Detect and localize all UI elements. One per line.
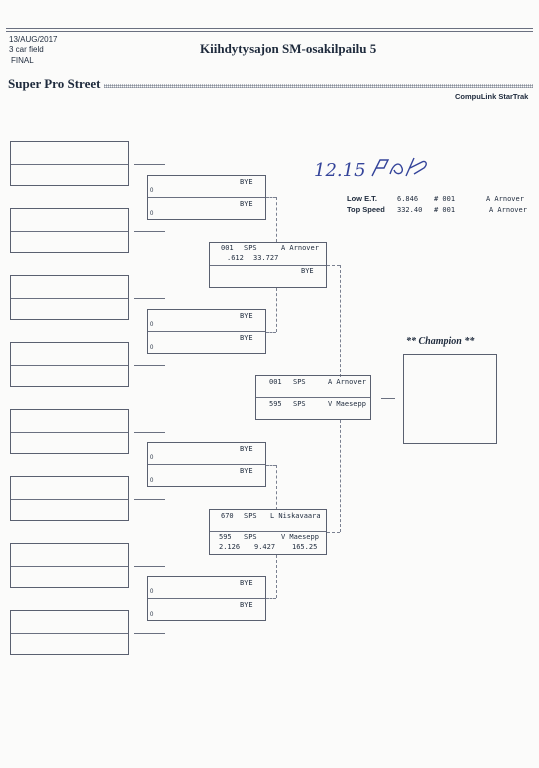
connector — [327, 265, 340, 266]
connector — [276, 288, 277, 332]
round1-match-2: BYE 0 BYE 0 — [147, 309, 266, 354]
connector — [276, 465, 277, 510]
connector — [134, 432, 165, 433]
zero-mark: 0 — [150, 211, 154, 217]
connector — [340, 265, 341, 377]
connector — [381, 398, 395, 399]
car-class: SPS — [293, 400, 306, 408]
driver-name: A Arnover — [281, 244, 319, 252]
header-dotted-line — [104, 84, 533, 88]
event-date: 13/AUG/2017 — [9, 35, 58, 44]
driver-name: V Maesepp — [328, 400, 366, 408]
bye-label: BYE — [240, 178, 253, 186]
round1-match-3: BYE 0 BYE 0 — [147, 442, 266, 487]
zero-mark: 0 — [150, 455, 154, 461]
seed-box-6 — [10, 476, 129, 521]
seed-box-4 — [10, 342, 129, 387]
signature-text: 12.15 — [314, 160, 366, 181]
reaction-time: 2.126 — [219, 543, 241, 551]
seed-box-2 — [10, 208, 129, 253]
car-number: 595 — [269, 400, 282, 408]
zero-mark: 0 — [150, 612, 154, 618]
speed: 165.25 — [292, 543, 318, 551]
car-number: 001 — [269, 378, 282, 386]
round2-match-2: 670 SPS L Niskavaara 595 SPS V Maesepp 2… — [209, 509, 327, 555]
connector — [266, 598, 276, 599]
car-class: SPS — [293, 378, 306, 386]
connector — [134, 164, 165, 165]
connector — [134, 365, 165, 366]
seed-box-8 — [10, 610, 129, 655]
connector — [134, 298, 165, 299]
header-rule-top — [6, 28, 533, 29]
connector — [340, 420, 341, 532]
car-number: 001 — [221, 244, 234, 252]
bye-label: BYE — [240, 579, 253, 587]
connector — [266, 197, 276, 198]
car-class: SPS — [244, 512, 257, 520]
bye-label: BYE — [240, 312, 253, 320]
zero-mark: 0 — [150, 188, 154, 194]
seed-box-7 — [10, 543, 129, 588]
connector — [134, 499, 165, 500]
bye-label: BYE — [240, 467, 253, 475]
brand-name: CompuLink StarTrak — [455, 92, 529, 101]
top-speed-number: # 001 — [434, 206, 456, 214]
round2-match-1: 001 SPS A Arnover .612 33.727 BYE — [209, 242, 327, 288]
bye-label: BYE — [240, 200, 253, 208]
car-number: 670 — [221, 512, 234, 520]
connector — [134, 566, 165, 567]
header-rule-bottom — [6, 31, 533, 32]
car-class: SPS — [244, 244, 257, 252]
round1-match-4: BYE 0 BYE 0 — [147, 576, 266, 621]
low-et-label: Low E.T. — [347, 194, 377, 203]
connector — [134, 633, 165, 634]
top-speed-value: 332.40 — [397, 206, 423, 214]
driver-name: A Arnover — [328, 378, 366, 386]
zero-mark: 0 — [150, 589, 154, 595]
round1-match-1: BYE 0 BYE 0 — [147, 175, 266, 220]
low-et-value: 6.846 — [397, 195, 419, 203]
seed-box-5 — [10, 409, 129, 454]
zero-mark: 0 — [150, 345, 154, 351]
final-match: 001 SPS A Arnover 595 SPS V Maesepp — [255, 375, 371, 420]
connector — [276, 197, 277, 242]
connector — [276, 555, 277, 598]
seed-box-1 — [10, 141, 129, 186]
seed-box-3 — [10, 275, 129, 320]
elapsed-time: 9.427 — [254, 543, 276, 551]
connector — [134, 231, 165, 232]
field-size: 3 car field — [9, 45, 44, 54]
champion-box — [403, 354, 497, 444]
reaction-time: .612 — [227, 254, 244, 262]
class-name: Super Pro Street — [8, 76, 101, 91]
event-title: Kiihdytysajon SM-osakilpailu 5 — [200, 41, 377, 56]
low-et-driver: A Arnover — [486, 195, 524, 203]
elapsed-time: 33.727 — [253, 254, 279, 262]
connector — [266, 332, 276, 333]
car-class: SPS — [244, 533, 257, 541]
driver-name: L Niskavaara — [270, 512, 321, 520]
bye-label: BYE — [240, 601, 253, 609]
bye-label: BYE — [301, 267, 314, 275]
driver-name: V Maesepp — [281, 533, 319, 541]
connector — [327, 532, 340, 533]
zero-mark: 0 — [150, 322, 154, 328]
signature: 12.15 — [314, 157, 427, 181]
top-speed-driver: A Arnover — [489, 206, 527, 214]
zero-mark: 0 — [150, 478, 154, 484]
connector — [266, 465, 276, 466]
car-number: 595 — [219, 533, 232, 541]
signature-scrawl — [371, 157, 427, 177]
top-speed-label: Top Speed — [347, 205, 385, 214]
bye-label: BYE — [240, 334, 253, 342]
champion-label: ** Champion ** — [406, 336, 475, 347]
round-label: FINAL — [11, 56, 34, 65]
low-et-number: # 001 — [434, 195, 456, 203]
bye-label: BYE — [240, 445, 253, 453]
